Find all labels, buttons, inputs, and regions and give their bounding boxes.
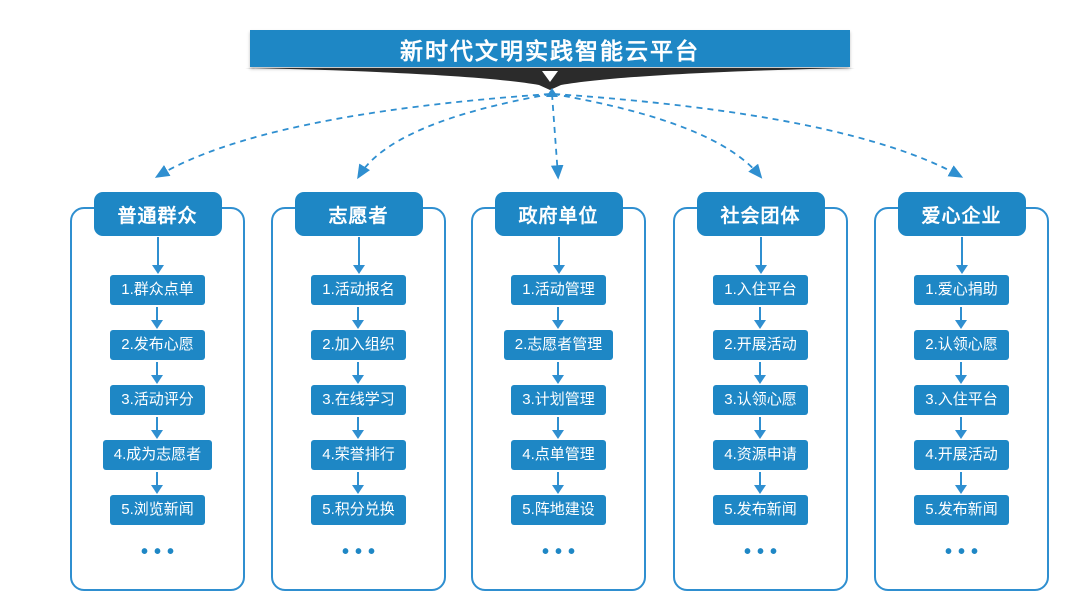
role-column: 爱心企业 1.爱心捐助 2.认领心愿 3.入住平台 4.开展活动 5.发布新闻 •••	[874, 192, 1049, 596]
step-box: 2.认领心愿	[914, 330, 1009, 360]
steps-list: 1.活动报名 2.加入组织 3.在线学习 4.荣誉排行 5.积分兑换	[311, 275, 406, 525]
connector-to-col2	[357, 93, 552, 180]
down-arrow-icon	[754, 417, 767, 439]
role-column: 政府单位 1.活动管理 2.志愿者管理 3.计划管理 4.点单管理 5.阵地建设 •••	[471, 192, 646, 596]
step-box: 1.群众点单	[110, 275, 205, 305]
role-column: 志愿者 1.活动报名 2.加入组织 3.在线学习 4.荣誉排行 5.积分兑换 •••	[271, 192, 446, 596]
down-arrow-icon	[955, 362, 968, 384]
step-box: 5.积分兑换	[311, 495, 406, 525]
steps-list: 1.爱心捐助 2.认领心愿 3.入住平台 4.开展活动 5.发布新闻	[914, 275, 1009, 525]
down-arrow-icon	[552, 362, 565, 384]
down-arrow-icon	[352, 472, 365, 494]
column-body: 1.活动管理 2.志愿者管理 3.计划管理 4.点单管理 5.阵地建设 •••	[471, 236, 646, 564]
step-box: 3.认领心愿	[713, 385, 808, 415]
step-box: 1.活动报名	[311, 275, 406, 305]
column-body: 1.爱心捐助 2.认领心愿 3.入住平台 4.开展活动 5.发布新闻 •••	[874, 236, 1049, 564]
down-arrow-icon	[955, 472, 968, 494]
down-arrow-icon	[955, 417, 968, 439]
step-box: 4.荣誉排行	[311, 440, 406, 470]
fan-connectors	[154, 88, 964, 180]
role-header: 志愿者	[294, 192, 423, 236]
step-box: 5.发布新闻	[914, 495, 1009, 525]
step-box: 1.入住平台	[713, 275, 808, 305]
step-box: 3.入住平台	[914, 385, 1009, 415]
more-steps-ellipsis: •••	[743, 541, 783, 563]
connector-to-col1	[154, 93, 551, 178]
down-arrow-icon	[754, 472, 767, 494]
down-arrow-icon	[955, 307, 968, 329]
step-box: 2.开展活动	[713, 330, 808, 360]
column-body: 1.活动报名 2.加入组织 3.在线学习 4.荣誉排行 5.积分兑换 •••	[271, 236, 446, 564]
down-arrow-icon	[552, 417, 565, 439]
down-arrow-icon	[352, 417, 365, 439]
column-body: 1.入住平台 2.开展活动 3.认领心愿 4.资源申请 5.发布新闻 •••	[673, 236, 848, 564]
down-arrow-icon	[151, 307, 164, 329]
column-body: 1.群众点单 2.发布心愿 3.活动评分 4.成为志愿者 5.浏览新闻 •••	[70, 236, 245, 564]
step-box: 3.计划管理	[511, 385, 606, 415]
down-arrow-icon	[151, 237, 164, 274]
down-arrow-icon	[352, 362, 365, 384]
step-box: 3.在线学习	[311, 385, 406, 415]
down-arrow-icon	[754, 307, 767, 329]
role-header: 爱心企业	[897, 192, 1026, 236]
steps-list: 1.群众点单 2.发布心愿 3.活动评分 4.成为志愿者 5.浏览新闻	[102, 275, 213, 525]
down-arrow-icon	[552, 472, 565, 494]
step-box: 5.发布新闻	[713, 495, 808, 525]
step-box: 1.活动管理	[511, 275, 606, 305]
role-header: 社会团体	[696, 192, 825, 236]
step-box: 3.活动评分	[110, 385, 205, 415]
step-box: 5.阵地建设	[511, 495, 606, 525]
down-arrow-icon	[754, 362, 767, 384]
down-arrow-icon	[151, 472, 164, 494]
down-arrow-icon	[552, 237, 565, 274]
down-arrow-icon	[542, 71, 558, 82]
step-box: 2.发布心愿	[110, 330, 205, 360]
step-box: 4.成为志愿者	[102, 440, 213, 470]
role-header: 普通群众	[93, 192, 222, 236]
connector-to-col3	[550, 93, 564, 180]
step-box: 4.开展活动	[914, 440, 1009, 470]
step-box: 4.点单管理	[511, 440, 606, 470]
down-arrow-icon	[754, 237, 767, 274]
down-arrow-icon	[552, 307, 565, 329]
step-box: 1.爱心捐助	[914, 275, 1009, 305]
connector-to-col4	[552, 93, 763, 179]
steps-list: 1.入住平台 2.开展活动 3.认领心愿 4.资源申请 5.发布新闻	[713, 275, 808, 525]
banner-wedge	[245, 68, 855, 90]
down-arrow-icon	[151, 362, 164, 384]
platform-title: 新时代文明实践智能云平台	[250, 30, 850, 67]
step-box: 2.志愿者管理	[503, 330, 614, 360]
down-arrow-icon	[352, 237, 365, 274]
down-arrow-icon	[151, 417, 164, 439]
more-steps-ellipsis: •••	[341, 541, 381, 563]
step-box: 5.浏览新闻	[110, 495, 205, 525]
connector-to-col5	[553, 93, 964, 178]
role-column: 普通群众 1.群众点单 2.发布心愿 3.活动评分 4.成为志愿者 5.浏览新闻 •••	[70, 192, 245, 596]
more-steps-ellipsis: •••	[541, 541, 581, 563]
step-box: 4.资源申请	[713, 440, 808, 470]
more-steps-ellipsis: •••	[944, 541, 984, 563]
down-arrow-icon	[352, 307, 365, 329]
more-steps-ellipsis: •••	[140, 541, 180, 563]
role-column: 社会团体 1.入住平台 2.开展活动 3.认领心愿 4.资源申请 5.发布新闻 •••	[673, 192, 848, 596]
role-header: 政府单位	[494, 192, 623, 236]
down-arrow-icon	[955, 237, 968, 274]
step-box: 2.加入组织	[311, 330, 406, 360]
steps-list: 1.活动管理 2.志愿者管理 3.计划管理 4.点单管理 5.阵地建设	[503, 275, 614, 525]
